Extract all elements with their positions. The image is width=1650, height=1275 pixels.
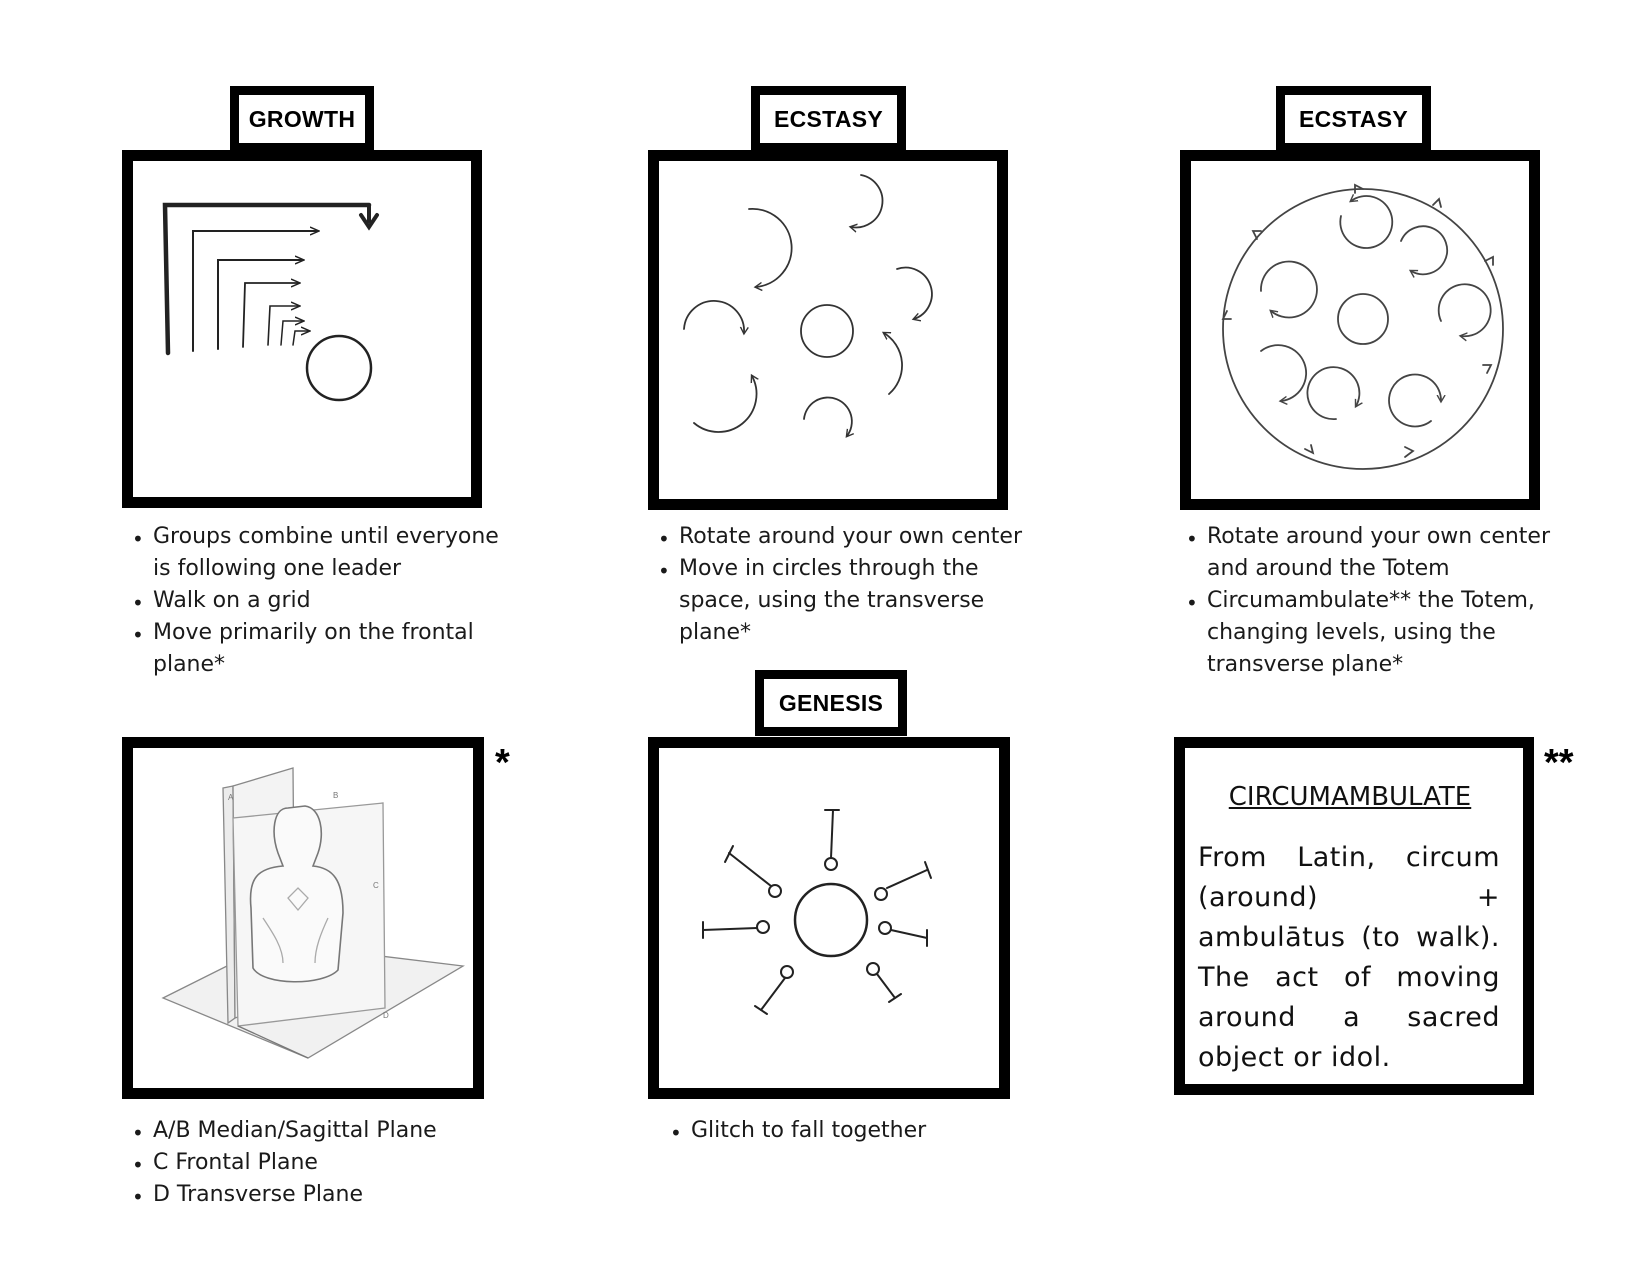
panel-title-ecstasy-totem: ECSTASY — [1276, 86, 1431, 152]
bullet-item: C Frontal Plane — [130, 1147, 530, 1181]
ecstasy-totem-diagram — [1180, 150, 1540, 510]
genesis-drawing — [702, 809, 932, 1015]
definition-text: From Latin, circum (around) + ambulātus … — [1198, 842, 1500, 1073]
bullet-item: Move primarily on the frontal plane* — [130, 617, 510, 681]
ecstasy-diagram — [648, 150, 1008, 510]
body-planes-bullets: A/B Median/Sagittal Plane C Frontal Plan… — [130, 1115, 530, 1213]
ecstasy-drawing — [683, 174, 933, 499]
footnote-marker-single: * — [495, 742, 510, 784]
bullet-item: Rotate around your own center and around… — [1184, 521, 1564, 585]
genesis-diagram — [648, 737, 1010, 1099]
definition-term: CIRCUMAMBULATE — [1228, 782, 1472, 812]
growth-bullets: Groups combine until everyone is followi… — [130, 521, 510, 681]
bullet-item: Circumambulate** the Totem, changing lev… — [1184, 585, 1564, 681]
panel-title-growth: GROWTH — [230, 86, 374, 152]
bullet-item: Move in circles through the space, using… — [656, 553, 1026, 649]
body-planes-drawing: A B C D — [161, 767, 465, 1059]
plane-label-b: B — [333, 791, 338, 800]
ecstasy-bullets: Rotate around your own center Move in ci… — [656, 521, 1026, 649]
growth-diagram — [122, 150, 482, 508]
bullet-item: Glitch to fall together — [668, 1115, 1028, 1149]
plane-label-a: A — [228, 793, 234, 802]
ecstasy-totem-bullets: Rotate around your own center and around… — [1184, 521, 1564, 681]
ecstasy-totem-drawing — [1221, 183, 1504, 470]
plane-label-c: C — [373, 881, 379, 890]
body-planes-diagram: A B C D — [122, 737, 484, 1099]
plane-label-d: D — [383, 1011, 389, 1020]
bullet-item: Rotate around your own center — [656, 521, 1026, 555]
footnote-marker-double: ** — [1544, 742, 1574, 784]
growth-drawing — [162, 202, 379, 402]
panel-title-genesis: GENESIS — [755, 670, 907, 736]
bullet-item: Groups combine until everyone is followi… — [130, 521, 510, 585]
genesis-bullets: Glitch to fall together — [668, 1115, 1028, 1149]
bullet-item: A/B Median/Sagittal Plane — [130, 1115, 530, 1149]
panel-title-ecstasy: ECSTASY — [751, 86, 906, 152]
definition-box — [1174, 737, 1534, 1095]
bullet-item: Walk on a grid — [130, 585, 510, 619]
bullet-item: D Transverse Plane — [130, 1179, 530, 1213]
